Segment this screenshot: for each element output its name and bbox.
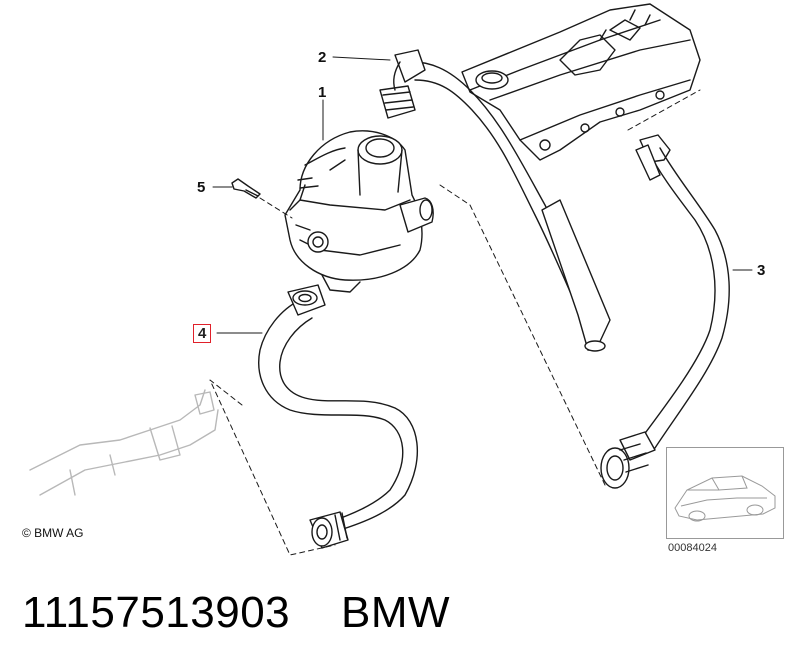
callout-5: 5 (197, 179, 206, 196)
reference-number: 00084024 (668, 542, 717, 554)
hose-part-2 (379, 49, 611, 352)
crankcase-vent-valve-part-1 (284, 130, 434, 293)
copyright-text: © BMW AG (22, 526, 84, 540)
hose-part-3 (600, 134, 730, 489)
leader-lines (212, 56, 753, 334)
callout-3: 3 (757, 262, 766, 279)
screw-part-5 (231, 178, 261, 199)
background-pipe (29, 389, 219, 496)
car-thumbnail (666, 447, 784, 539)
part-number-caption: 11157513903 BMW (22, 588, 451, 637)
car-thumbnail-icon (674, 475, 776, 522)
callout-2: 2 (318, 49, 327, 66)
callout-4-highlighted: 4 (193, 324, 212, 343)
assembly-guide-lines (209, 89, 701, 556)
cylinder-head-cover (461, 3, 701, 161)
callout-1: 1 (318, 84, 327, 101)
hose-part-4 (258, 284, 418, 549)
